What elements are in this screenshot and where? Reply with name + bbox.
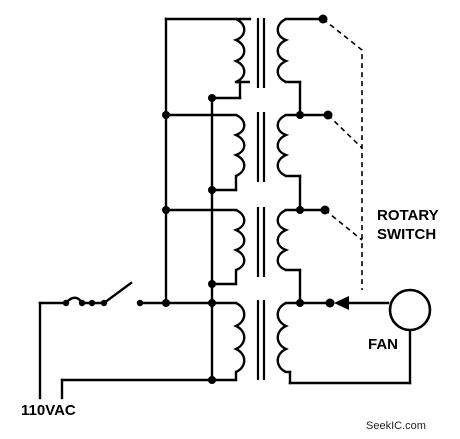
primary-coil-1: [232, 17, 252, 84]
secondary-coils: [276, 17, 290, 374]
junction-dots: [162, 94, 304, 384]
rotary-switch-label-line1: ROTARY: [377, 207, 439, 224]
rotary-switch: [318, 14, 390, 310]
switch-arrow: [334, 296, 349, 310]
rotary-switch-label: ROTARY SWITCH: [377, 206, 439, 244]
rotary-switch-label-line2: SWITCH: [377, 226, 437, 243]
primary-wiring: [138, 17, 242, 382]
fan-motor: [388, 288, 432, 332]
secondary-wiring: [284, 17, 412, 385]
primary-coil-2: [232, 113, 246, 178]
primary-coil-3: [232, 208, 246, 272]
input-circuit: [38, 281, 214, 400]
fan-label: FAN: [368, 336, 398, 353]
switch-contact-4: [325, 298, 335, 308]
supply-voltage-label: 110VAC: [21, 402, 76, 419]
primary-coils: [232, 17, 252, 374]
power-switch-blade: [102, 281, 133, 305]
primary-coil-4: [233, 301, 246, 374]
watermark: SeekIC.com: [366, 420, 426, 432]
transformer-cores: [256, 18, 266, 380]
